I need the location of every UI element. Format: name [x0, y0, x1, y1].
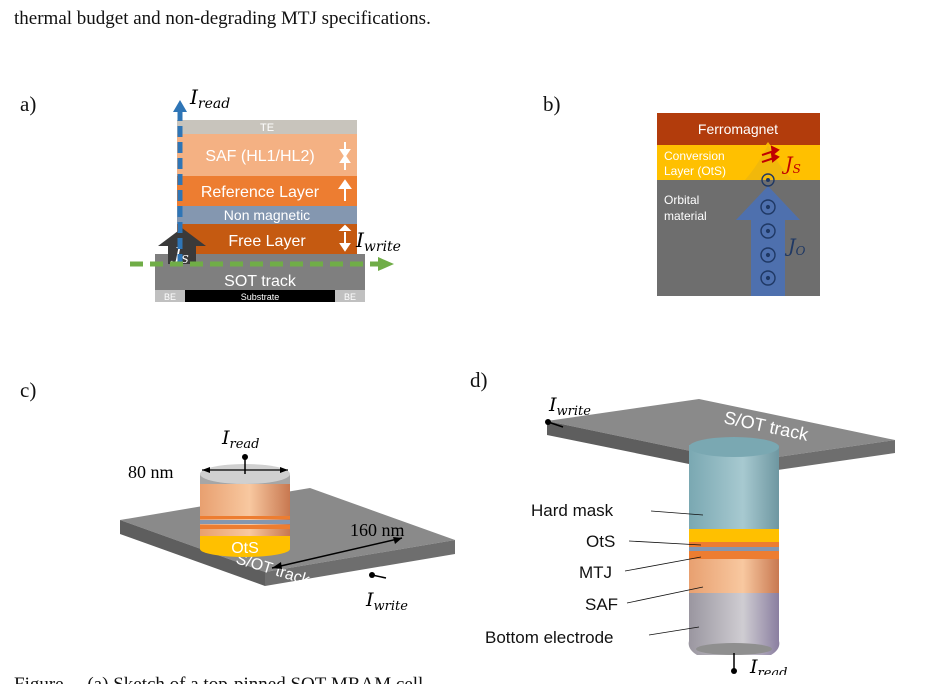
panel-c-label: c): [20, 378, 37, 402]
write-probe-icon: [545, 419, 551, 425]
ots-label: OtS: [231, 540, 259, 557]
hard-mask-label: Hard mask: [531, 501, 614, 520]
figure-caption: Figure ... (a) Sketch of a top-pinned SO…: [14, 674, 443, 695]
layer-nonmagnetic: [177, 206, 357, 224]
layer-reference: [177, 176, 357, 206]
panel-a-label: a): [20, 92, 37, 116]
read-probe-icon: [242, 454, 248, 460]
layer-free: [177, 224, 357, 254]
label-reference: Reference Layer: [201, 184, 320, 201]
ots-layer: [689, 529, 779, 542]
orbital-current-arrow-icon: [736, 186, 800, 296]
orbital-circulation-icons: [760, 173, 776, 286]
be-right: [335, 290, 365, 302]
i-read-label: Iread: [749, 656, 788, 675]
dim-80-label: 80 nm: [128, 462, 174, 482]
track-top: [547, 399, 895, 462]
label-sot: SOT track: [224, 273, 297, 290]
be-left: [155, 290, 185, 302]
spin-arrows-icon: [761, 145, 780, 163]
read-arrowhead-icon: [173, 100, 187, 112]
saf-layer: [689, 557, 779, 593]
orbital-label-1: Orbital: [664, 193, 699, 207]
panel-d-label: d): [470, 368, 488, 392]
intro-text: thermal budget and non-degrading MTJ spe…: [14, 8, 431, 29]
panel-b-diagram: Ferromagnet Conversion Layer (OtS) Orbit…: [657, 113, 820, 296]
bottom-electrode: [689, 591, 779, 641]
i-read-label: Iread: [221, 427, 260, 452]
saf-label: SAF: [585, 595, 618, 614]
label-be-right: BE: [344, 292, 356, 302]
panel-d-diagram: S/OT track Iwrite Iread Hard mask OtS MT…: [485, 394, 895, 675]
hard-mask: [689, 445, 779, 529]
mtj-label: MTJ: [579, 563, 612, 582]
panel-b-label: b): [543, 92, 561, 116]
jo-label: JO: [784, 235, 806, 258]
panel-a-diagram: TE SAF (HL1/HL2) Reference Layer Non mag…: [130, 85, 401, 302]
panel-c-diagram: S/OT track OtS Iread 80 nm 160 nm Iwrite: [120, 427, 455, 614]
i-write-label: Iwrite: [548, 394, 591, 419]
magnetization-arrows-icon: [338, 142, 352, 252]
i-write-label: Iwrite: [355, 228, 401, 255]
conversion-label-2: Layer (OtS): [664, 164, 726, 178]
label-saf: SAF (HL1/HL2): [205, 148, 314, 165]
js-label: JS: [781, 153, 801, 176]
label-substrate: Substrate: [241, 292, 280, 302]
dim-160-label: 160 nm: [350, 520, 405, 540]
label-free: Free Layer: [228, 233, 306, 250]
mtj-layer: [689, 551, 779, 559]
conversion-layer: [657, 145, 820, 180]
label-te: TE: [260, 122, 274, 134]
conversion-label-1: Conversion: [664, 149, 725, 163]
layer-saf: [177, 134, 357, 176]
layer-te: [177, 120, 357, 134]
read-probe-icon: [731, 668, 737, 674]
orbital-label-2: material: [664, 209, 707, 223]
substrate: [185, 290, 335, 302]
ferromagnet-layer: [657, 113, 820, 145]
i-read-label: Iread: [189, 85, 230, 112]
bottom-electrode-label: Bottom electrode: [485, 628, 614, 647]
write-arrowhead-icon: [378, 257, 394, 271]
ots-label: OtS: [586, 532, 615, 551]
label-nonmagnetic: Non magnetic: [224, 207, 310, 223]
label-be-left: BE: [164, 292, 176, 302]
write-probe-icon: [369, 572, 375, 578]
i-write-label: Iwrite: [365, 589, 408, 614]
ferromagnet-label: Ferromagnet: [698, 121, 778, 137]
